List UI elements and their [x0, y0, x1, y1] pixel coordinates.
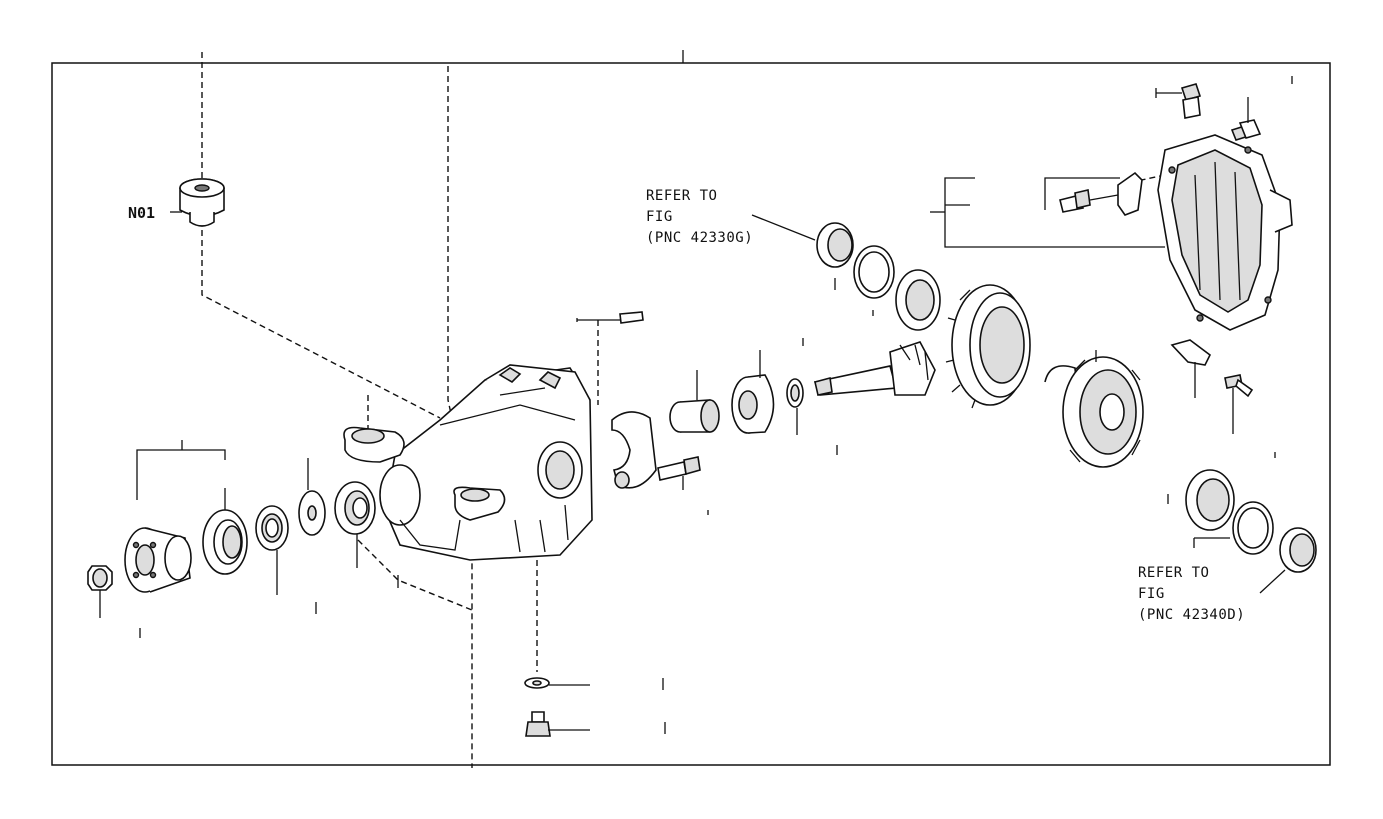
n01-cap[interactable]: [179, 178, 225, 227]
pinion-shim[interactable]: [786, 378, 804, 408]
rear-ref-line1: REFER TO: [1138, 565, 1209, 581]
cover-bolt[interactable]: [1059, 189, 1091, 213]
front-ref-line3: (PNC 42330G): [646, 230, 753, 246]
front-side-bearing-race[interactable]: [895, 269, 941, 331]
differential-case[interactable]: [1044, 356, 1144, 468]
filler-plug[interactable]: [1230, 119, 1262, 141]
rear-side-shim[interactable]: [1232, 501, 1274, 555]
bolt-to-bracket: [1089, 194, 1119, 201]
flange-bracket: [136, 449, 226, 500]
side-link[interactable]: [1170, 339, 1212, 366]
ring-gear[interactable]: [945, 284, 1031, 409]
oil-slinger[interactable]: [255, 505, 289, 551]
rear-ref-label: REFER TO FIG (PNC 42340D): [1138, 565, 1245, 623]
bearing-cap[interactable]: [611, 411, 657, 489]
front-ref-leader: [751, 214, 816, 241]
cap-bolt[interactable]: [657, 456, 701, 481]
oil-seal[interactable]: [202, 509, 248, 575]
gasket-washer[interactable]: [524, 677, 550, 689]
drain-plug[interactable]: [525, 711, 551, 737]
rear-ref-line2: FIG: [1138, 586, 1165, 602]
rear-ref-line3: (PNC 42340D): [1138, 607, 1245, 623]
rear-side-bearing-ref[interactable]: [1279, 527, 1317, 573]
drive-pinion[interactable]: [813, 341, 936, 396]
breather-plug[interactable]: [1180, 83, 1202, 119]
flange-nut[interactable]: [87, 565, 113, 591]
front-ref-label: REFER TO FIG (PNC 42330G): [646, 188, 753, 246]
cover-bolt-bracket: [1044, 177, 1120, 210]
collapsible-spacer[interactable]: [669, 399, 720, 433]
n01-label: N01: [128, 204, 155, 222]
front-ref-line2: FIG: [646, 209, 673, 225]
differential-cover[interactable]: [1157, 134, 1293, 331]
straight-pin[interactable]: [619, 311, 644, 324]
front-side-bearing-ref[interactable]: [816, 222, 854, 268]
side-bolt[interactable]: [1224, 374, 1254, 398]
spacer-washer[interactable]: [298, 490, 326, 536]
front-bearing[interactable]: [334, 481, 376, 535]
pinion-rear-bearing[interactable]: [731, 374, 775, 434]
rear-side-bearing[interactable]: [1185, 469, 1235, 531]
diagram-frame: [51, 62, 1331, 766]
companion-flange[interactable]: [124, 527, 192, 593]
differential-carrier-housing[interactable]: [343, 364, 593, 561]
front-ref-line1: REFER TO: [646, 188, 717, 204]
front-side-shim[interactable]: [853, 245, 895, 299]
cover-bracket-plate[interactable]: [1117, 171, 1143, 216]
rear-ref-leader: [1259, 569, 1286, 594]
